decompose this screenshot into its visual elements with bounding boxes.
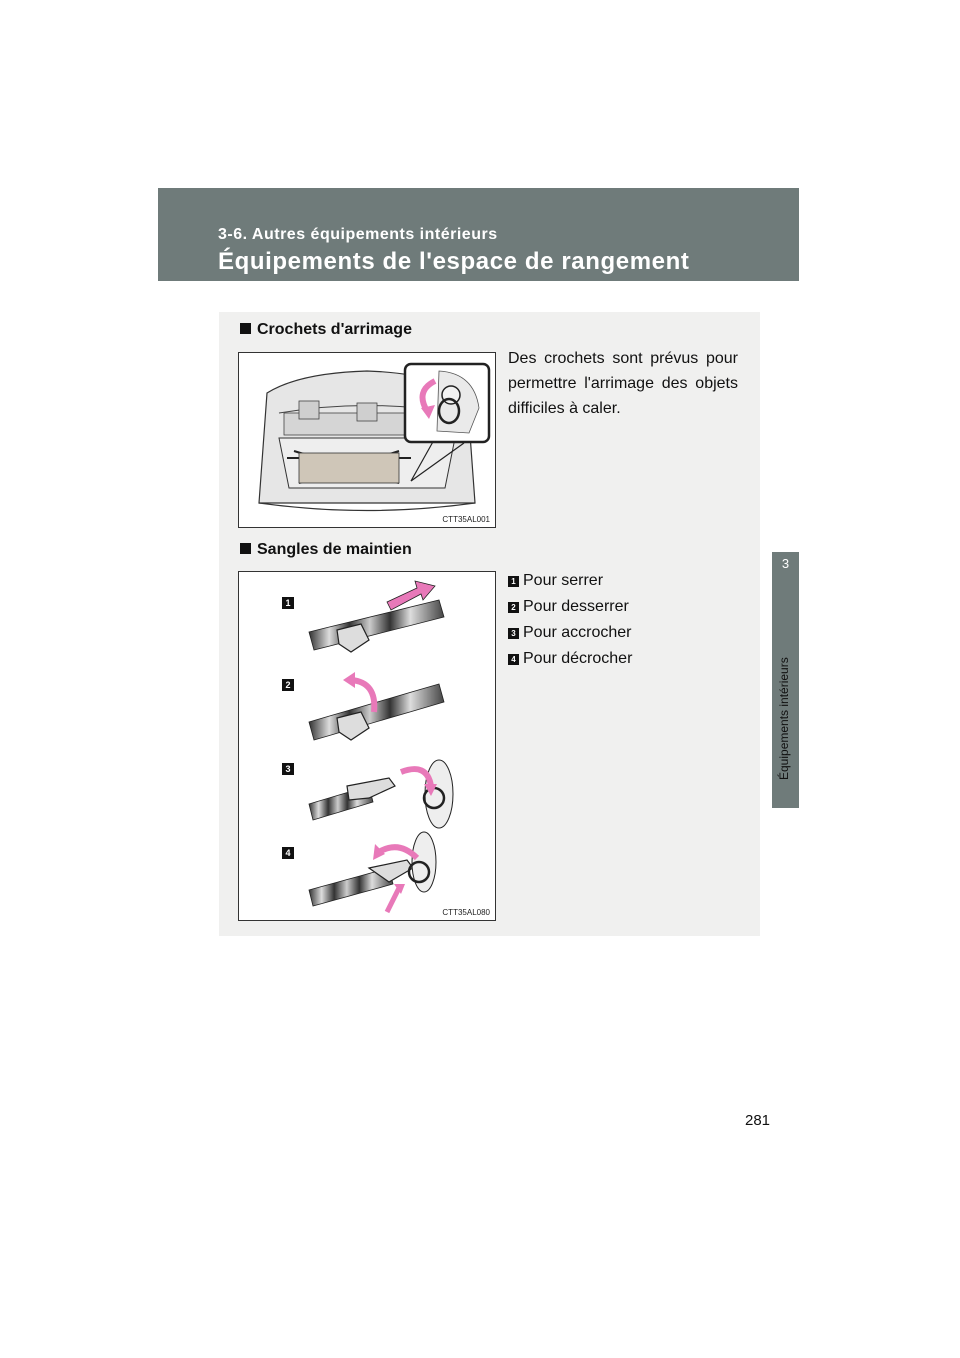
figure-step-badge: 4	[282, 847, 294, 859]
list-item: 4 Pour décrocher	[508, 646, 632, 672]
trunk-hook-illustration	[239, 353, 495, 527]
straps-heading: Sangles de maintien	[240, 541, 412, 559]
step-badge: 4	[508, 653, 519, 665]
page-number: 281	[745, 1112, 771, 1129]
chapter-number: 3	[781, 556, 790, 571]
header-bar	[158, 188, 799, 281]
step-label: Pour serrer	[523, 572, 604, 589]
figure-step-badge: 2	[282, 679, 294, 691]
list-item: 3 Pour accrocher	[508, 620, 632, 646]
page-title: Équipements de l'espace de rangement	[218, 248, 690, 275]
figure-step-badge: 3	[282, 763, 294, 775]
hooks-description: Des crochets sont prévus pour permettre …	[508, 350, 738, 417]
hooks-figure: CTT35AL001	[238, 352, 496, 528]
step-badge: 3	[508, 627, 519, 639]
step-label: Pour desserrer	[523, 598, 629, 615]
step-badge: 2	[508, 601, 519, 613]
figure-code: CTT35AL001	[442, 515, 490, 524]
figure-code: CTT35AL080	[442, 908, 490, 917]
step-badge: 1	[508, 575, 519, 587]
list-item: 2 Pour desserrer	[508, 594, 632, 620]
hooks-heading-text: Crochets d'arrimage	[257, 321, 412, 338]
chapter-tab	[772, 552, 799, 808]
section-label: 3-6. Autres équipements intérieurs	[218, 226, 498, 243]
square-bullet-icon	[240, 323, 251, 334]
list-item: 1 Pour serrer	[508, 568, 632, 594]
straps-figure: 1 2 3 4 CTT35AL080	[238, 571, 496, 921]
chapter-label: Équipements intérieurs	[777, 657, 791, 780]
square-bullet-icon	[240, 543, 251, 554]
straps-heading-text: Sangles de maintien	[257, 541, 412, 558]
figure-step-badge: 1	[282, 597, 294, 609]
strap-steps-illustration	[308, 580, 454, 914]
step-label: Pour accrocher	[523, 624, 632, 641]
step-label: Pour décrocher	[523, 650, 633, 667]
strap-steps-list: 1 Pour serrer 2 Pour desserrer 3 Pour ac…	[508, 568, 632, 672]
hooks-heading: Crochets d'arrimage	[240, 321, 412, 339]
